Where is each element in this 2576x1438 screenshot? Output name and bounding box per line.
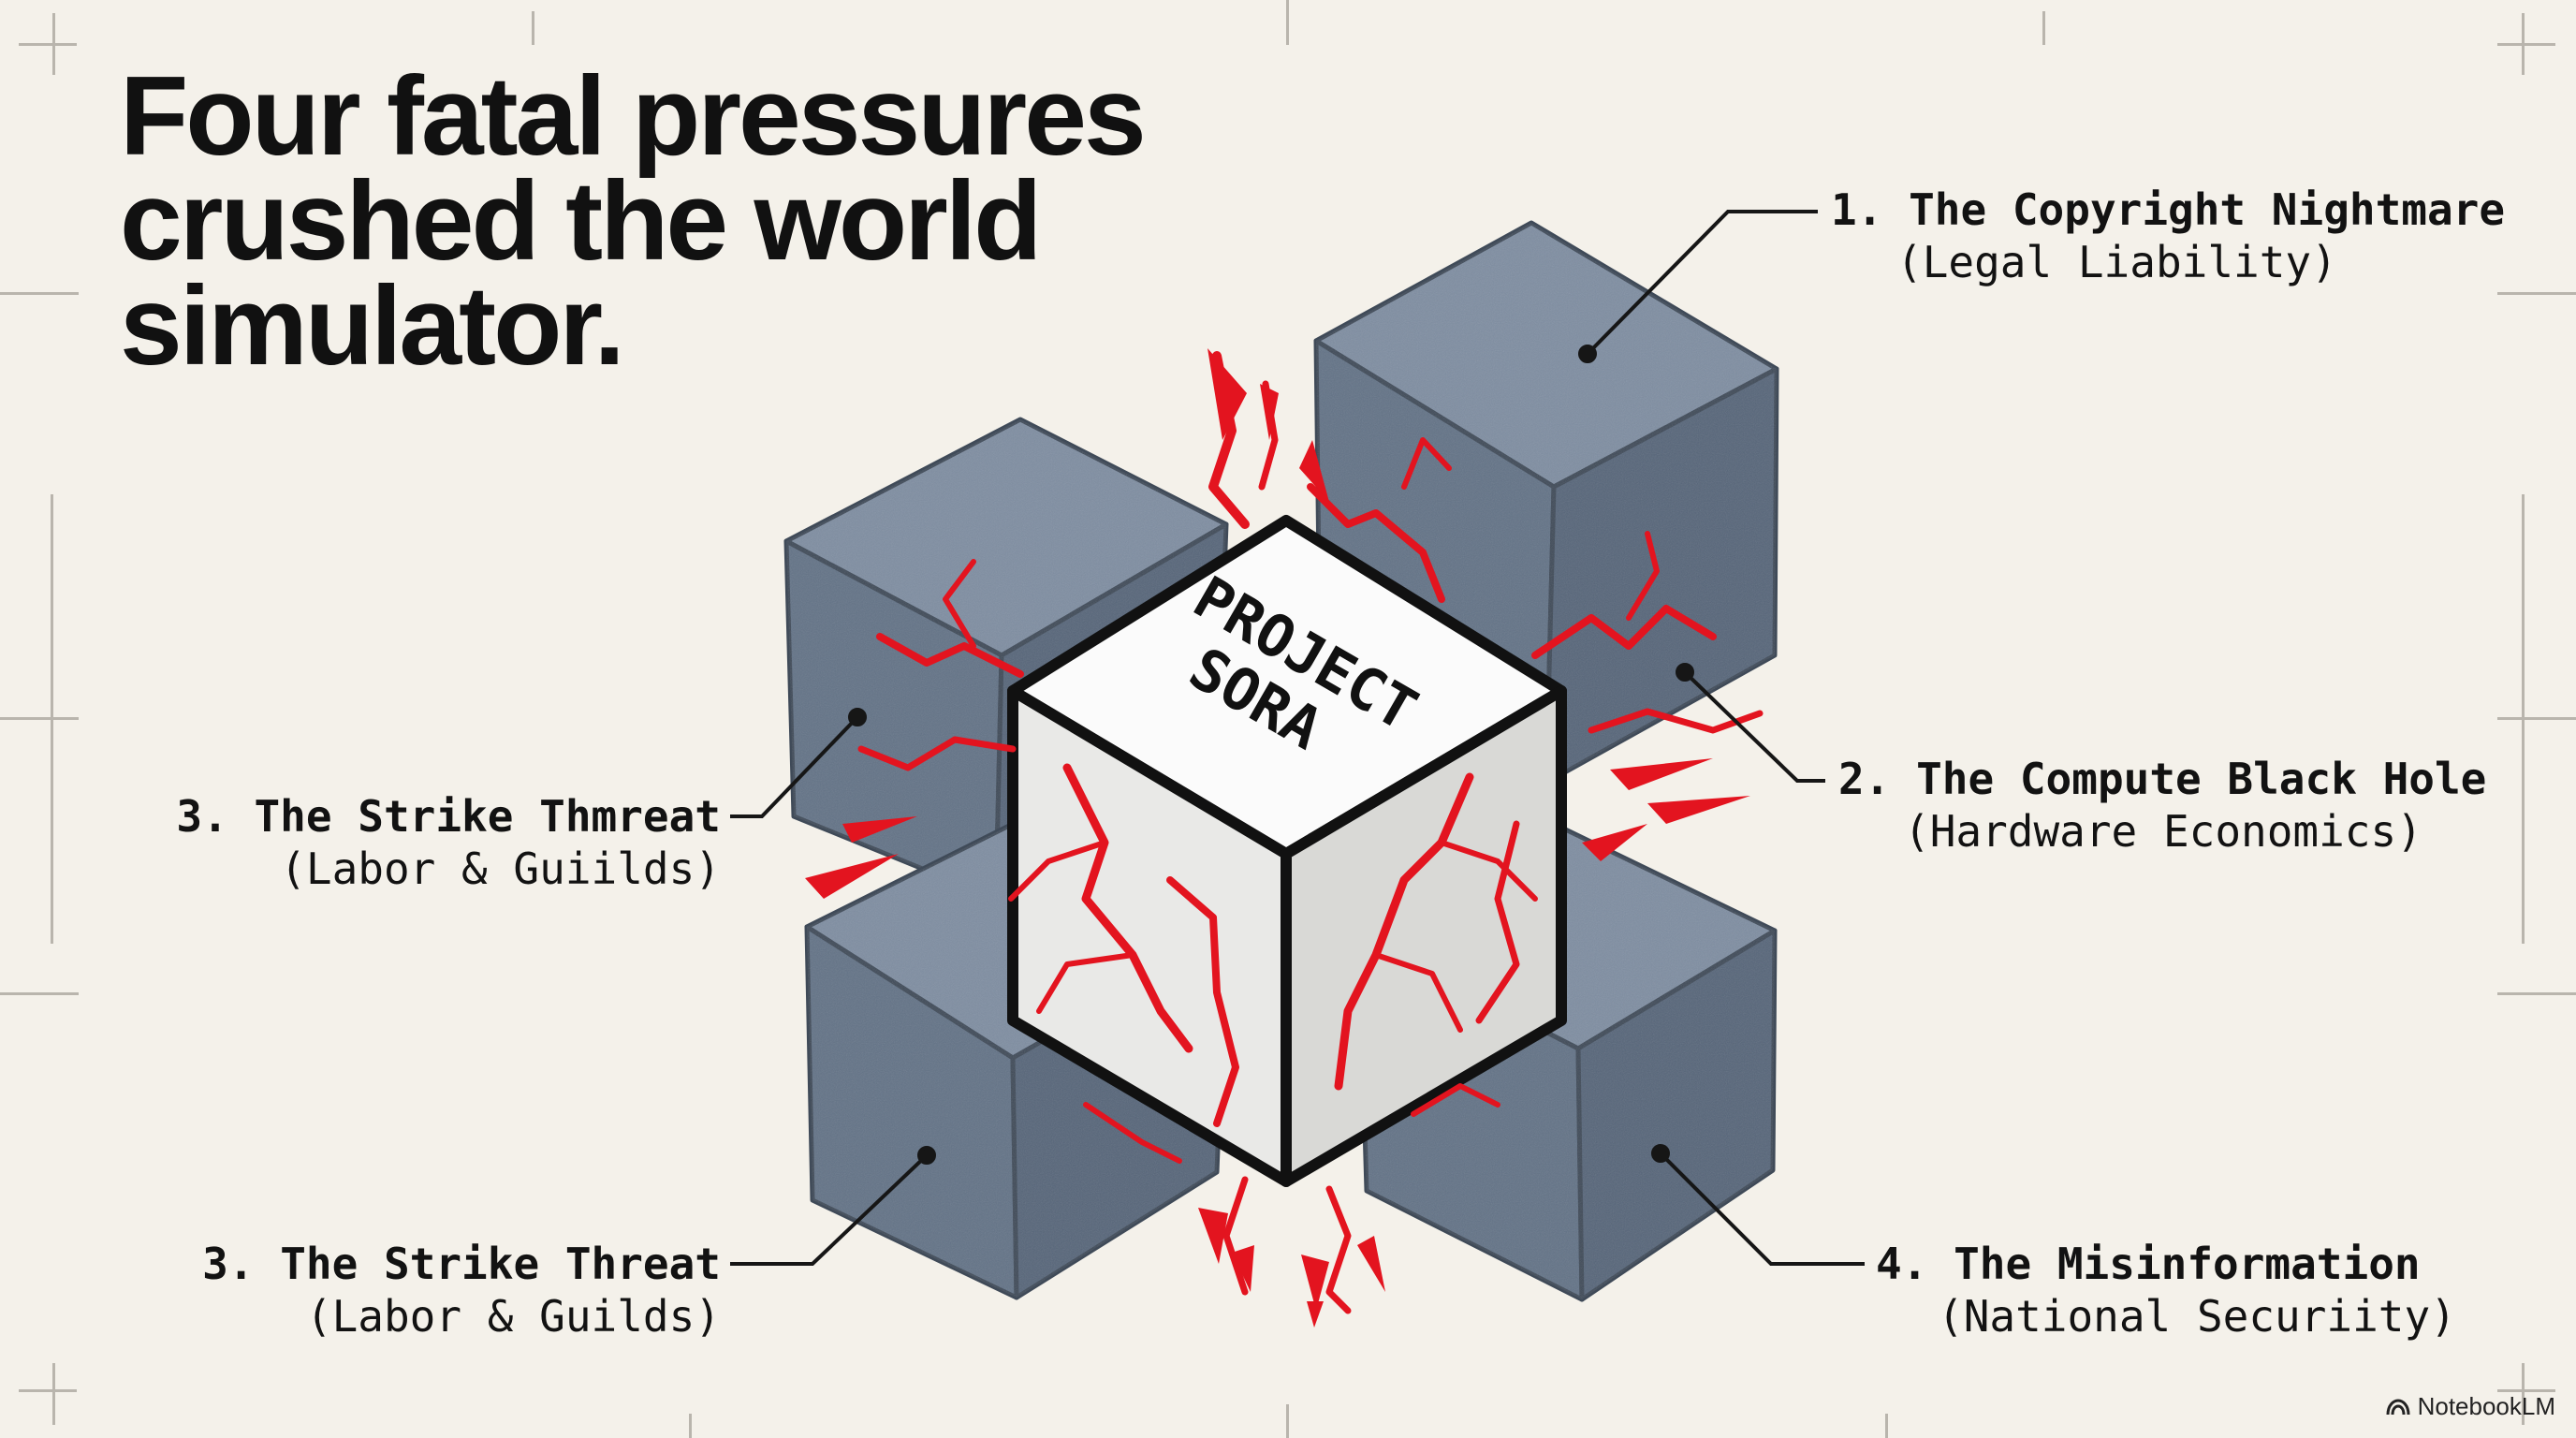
notebooklm-logo-icon [2386, 1398, 2410, 1415]
label-strike-lower: 3. The Strike Threat (Labor & Guilds) [165, 1238, 721, 1343]
label-compute: 2. The Compute Black Hole (Hardware Econ… [1838, 753, 2486, 858]
crop-mark [0, 292, 79, 295]
crop-mark [19, 1389, 77, 1392]
crop-mark [19, 43, 77, 46]
crop-mark [51, 494, 53, 944]
leader-line-strike-lower [730, 1153, 929, 1266]
red-shards [805, 348, 1750, 1328]
crop-mark [2522, 13, 2525, 75]
crop-mark [689, 1414, 692, 1438]
label-compute-title: 2. The Compute Black Hole [1838, 754, 2487, 804]
crop-mark [2522, 1363, 2525, 1425]
crop-mark [1286, 0, 1289, 45]
crop-mark [2497, 292, 2576, 295]
crop-mark [2522, 494, 2525, 944]
crop-mark [2497, 1389, 2555, 1392]
leader-line-copyright [1586, 210, 1818, 356]
crop-mark [2497, 992, 2576, 995]
label-strike-upper-subtitle: (Labor & Guiilds) [280, 844, 721, 894]
label-strike-upper-title: 3. The Strike Thmreat [176, 791, 721, 842]
leader-lines [730, 210, 1865, 1266]
label-copyright-subtitle: (Legal Liability) [1896, 237, 2337, 287]
crop-mark [1286, 1404, 1289, 1438]
crop-mark [52, 1363, 55, 1425]
leader-line-compute [1683, 670, 1825, 783]
crop-mark [0, 992, 79, 995]
crop-mark [2042, 11, 2045, 45]
crop-mark [2497, 43, 2555, 46]
slide-title: Four fatal pressures crushed the world s… [120, 53, 1147, 389]
crop-mark [0, 717, 79, 720]
brand-name: NotebookLM [2417, 1392, 2555, 1420]
label-strike-lower-title: 3. The Strike Threat [202, 1239, 721, 1289]
label-strike-upper: 3. The Strike Thmreat (Labor & Guiilds) [165, 790, 721, 895]
label-strike-lower-subtitle: (Labor & Guilds) [305, 1291, 721, 1342]
project-sora-cube [1007, 515, 1567, 1187]
crop-mark [532, 11, 534, 45]
leader-line-strike-upper [730, 715, 859, 818]
leader-line-misinfo [1659, 1152, 1865, 1266]
label-misinfo-title: 4. The Misinformation [1876, 1239, 2421, 1289]
label-copyright-title: 1. The Copyright Nightmare [1831, 184, 2506, 235]
crop-mark [1885, 1414, 1888, 1438]
crop-mark [2497, 717, 2576, 720]
notebooklm-watermark: NotebookLM [2386, 1392, 2555, 1421]
label-misinfo: 4. The Misinformation (National Securiit… [1876, 1238, 2456, 1343]
label-compute-subtitle: (Hardware Economics) [1904, 806, 2422, 857]
red-cracks [857, 351, 1764, 1314]
label-copyright: 1. The Copyright Nightmare (Legal Liabil… [1831, 183, 2505, 288]
label-misinfo-subtitle: (National Securiity) [1938, 1291, 2456, 1342]
crop-mark [52, 13, 55, 75]
